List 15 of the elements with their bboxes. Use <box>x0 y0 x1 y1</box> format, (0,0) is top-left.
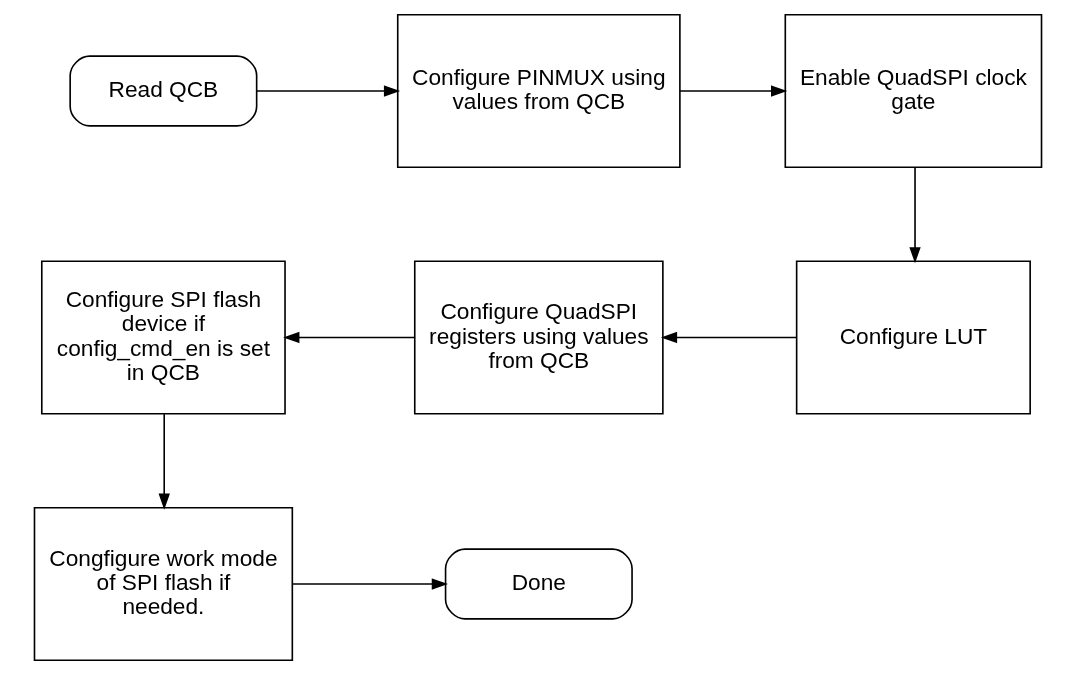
arrow <box>282 331 415 344</box>
node-box: Configure QuadSPI registers using values from QCB <box>413 260 664 415</box>
arrow <box>158 413 170 510</box>
arrow <box>291 578 448 590</box>
node-box: Enable QuadSPI clock gate <box>784 14 1042 169</box>
node-box: Configure SPI flash device if config_cmd_en is set in QCB <box>40 260 286 415</box>
node-box: Done <box>444 548 633 620</box>
arrow <box>678 85 787 97</box>
arrow <box>255 85 400 97</box>
node-box: Congfigure work mode of SPI flash if needed. <box>33 506 293 661</box>
node-box: Configure PINMUX using values from QCB <box>396 14 681 169</box>
node-box: Read QCB <box>68 55 257 127</box>
arrow <box>660 331 797 344</box>
node-box: Configure LUT <box>795 260 1031 415</box>
arrow <box>908 166 921 264</box>
